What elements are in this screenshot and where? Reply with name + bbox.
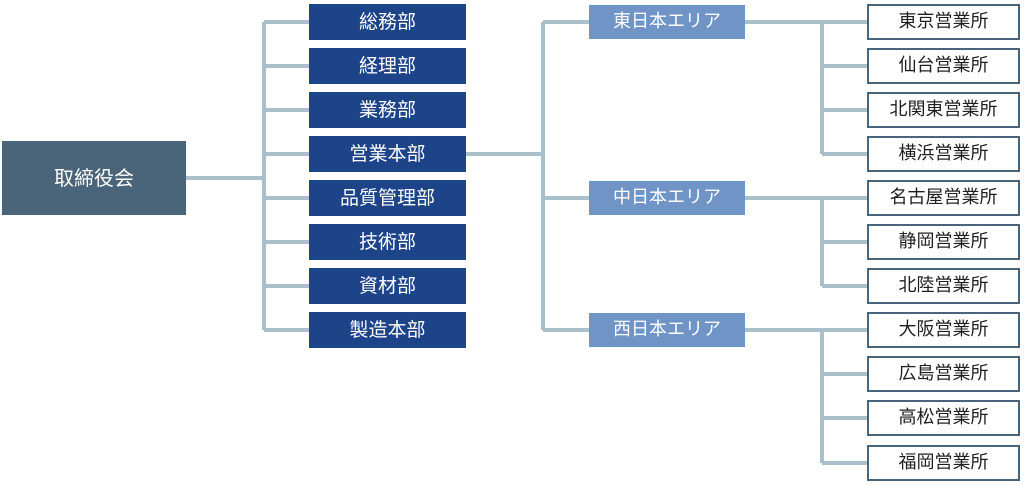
node-label: 西日本エリア — [613, 319, 721, 340]
node-label: 大阪営業所 — [898, 319, 989, 340]
node-office-takamatsu: 高松営業所 — [867, 400, 1020, 436]
node-department-accounting: 経理部 — [309, 48, 466, 84]
node-office-nagoya: 名古屋営業所 — [867, 180, 1020, 216]
node-label: 横浜営業所 — [898, 143, 989, 164]
node-label: 総務部 — [358, 10, 416, 33]
node-label: 仙台営業所 — [898, 55, 989, 76]
node-label: 広島営業所 — [898, 363, 989, 384]
node-department-sales-hq: 営業本部 — [309, 136, 466, 172]
node-label: 東京営業所 — [898, 11, 989, 32]
node-label: 業務部 — [358, 98, 416, 121]
node-office-sendai: 仙台営業所 — [867, 48, 1020, 84]
node-office-yokohama: 横浜営業所 — [867, 136, 1020, 172]
node-label: 福岡営業所 — [898, 452, 989, 473]
node-office-shizuoka: 静岡営業所 — [867, 224, 1020, 260]
node-area-east: 東日本エリア — [589, 5, 745, 39]
node-department-engineering: 技術部 — [309, 224, 466, 260]
node-department-operations: 業務部 — [309, 92, 466, 128]
node-department-general-affairs: 総務部 — [309, 4, 466, 40]
node-label: 取締役会 — [54, 166, 134, 190]
node-department-quality-control: 品質管理部 — [309, 180, 466, 216]
node-department-materials: 資材部 — [309, 268, 466, 304]
node-area-central: 中日本エリア — [589, 181, 745, 215]
node-label: 品質管理部 — [339, 186, 435, 209]
node-label: 製造本部 — [349, 318, 426, 341]
node-board-of-directors: 取締役会 — [2, 141, 186, 215]
node-office-fukuoka: 福岡営業所 — [867, 445, 1020, 481]
node-label: 営業本部 — [349, 142, 426, 165]
node-label: 静岡営業所 — [898, 231, 989, 252]
node-label: 技術部 — [358, 230, 416, 253]
node-label: 東日本エリア — [613, 11, 721, 32]
node-label: 名古屋営業所 — [889, 187, 998, 208]
node-label: 北関東営業所 — [889, 99, 998, 120]
node-office-kitakanto: 北関東営業所 — [867, 92, 1020, 128]
node-label: 高松営業所 — [898, 407, 989, 428]
node-label: 北陸営業所 — [898, 275, 989, 296]
node-office-tokyo: 東京営業所 — [867, 4, 1020, 40]
node-area-west: 西日本エリア — [589, 313, 745, 347]
node-label: 中日本エリア — [613, 187, 721, 208]
node-office-hokuriku: 北陸営業所 — [867, 268, 1020, 304]
node-department-manufacturing-hq: 製造本部 — [309, 312, 466, 348]
node-office-hiroshima: 広島営業所 — [867, 356, 1020, 392]
node-office-osaka: 大阪営業所 — [867, 312, 1020, 348]
node-label: 経理部 — [358, 54, 416, 77]
node-label: 資材部 — [358, 274, 416, 297]
